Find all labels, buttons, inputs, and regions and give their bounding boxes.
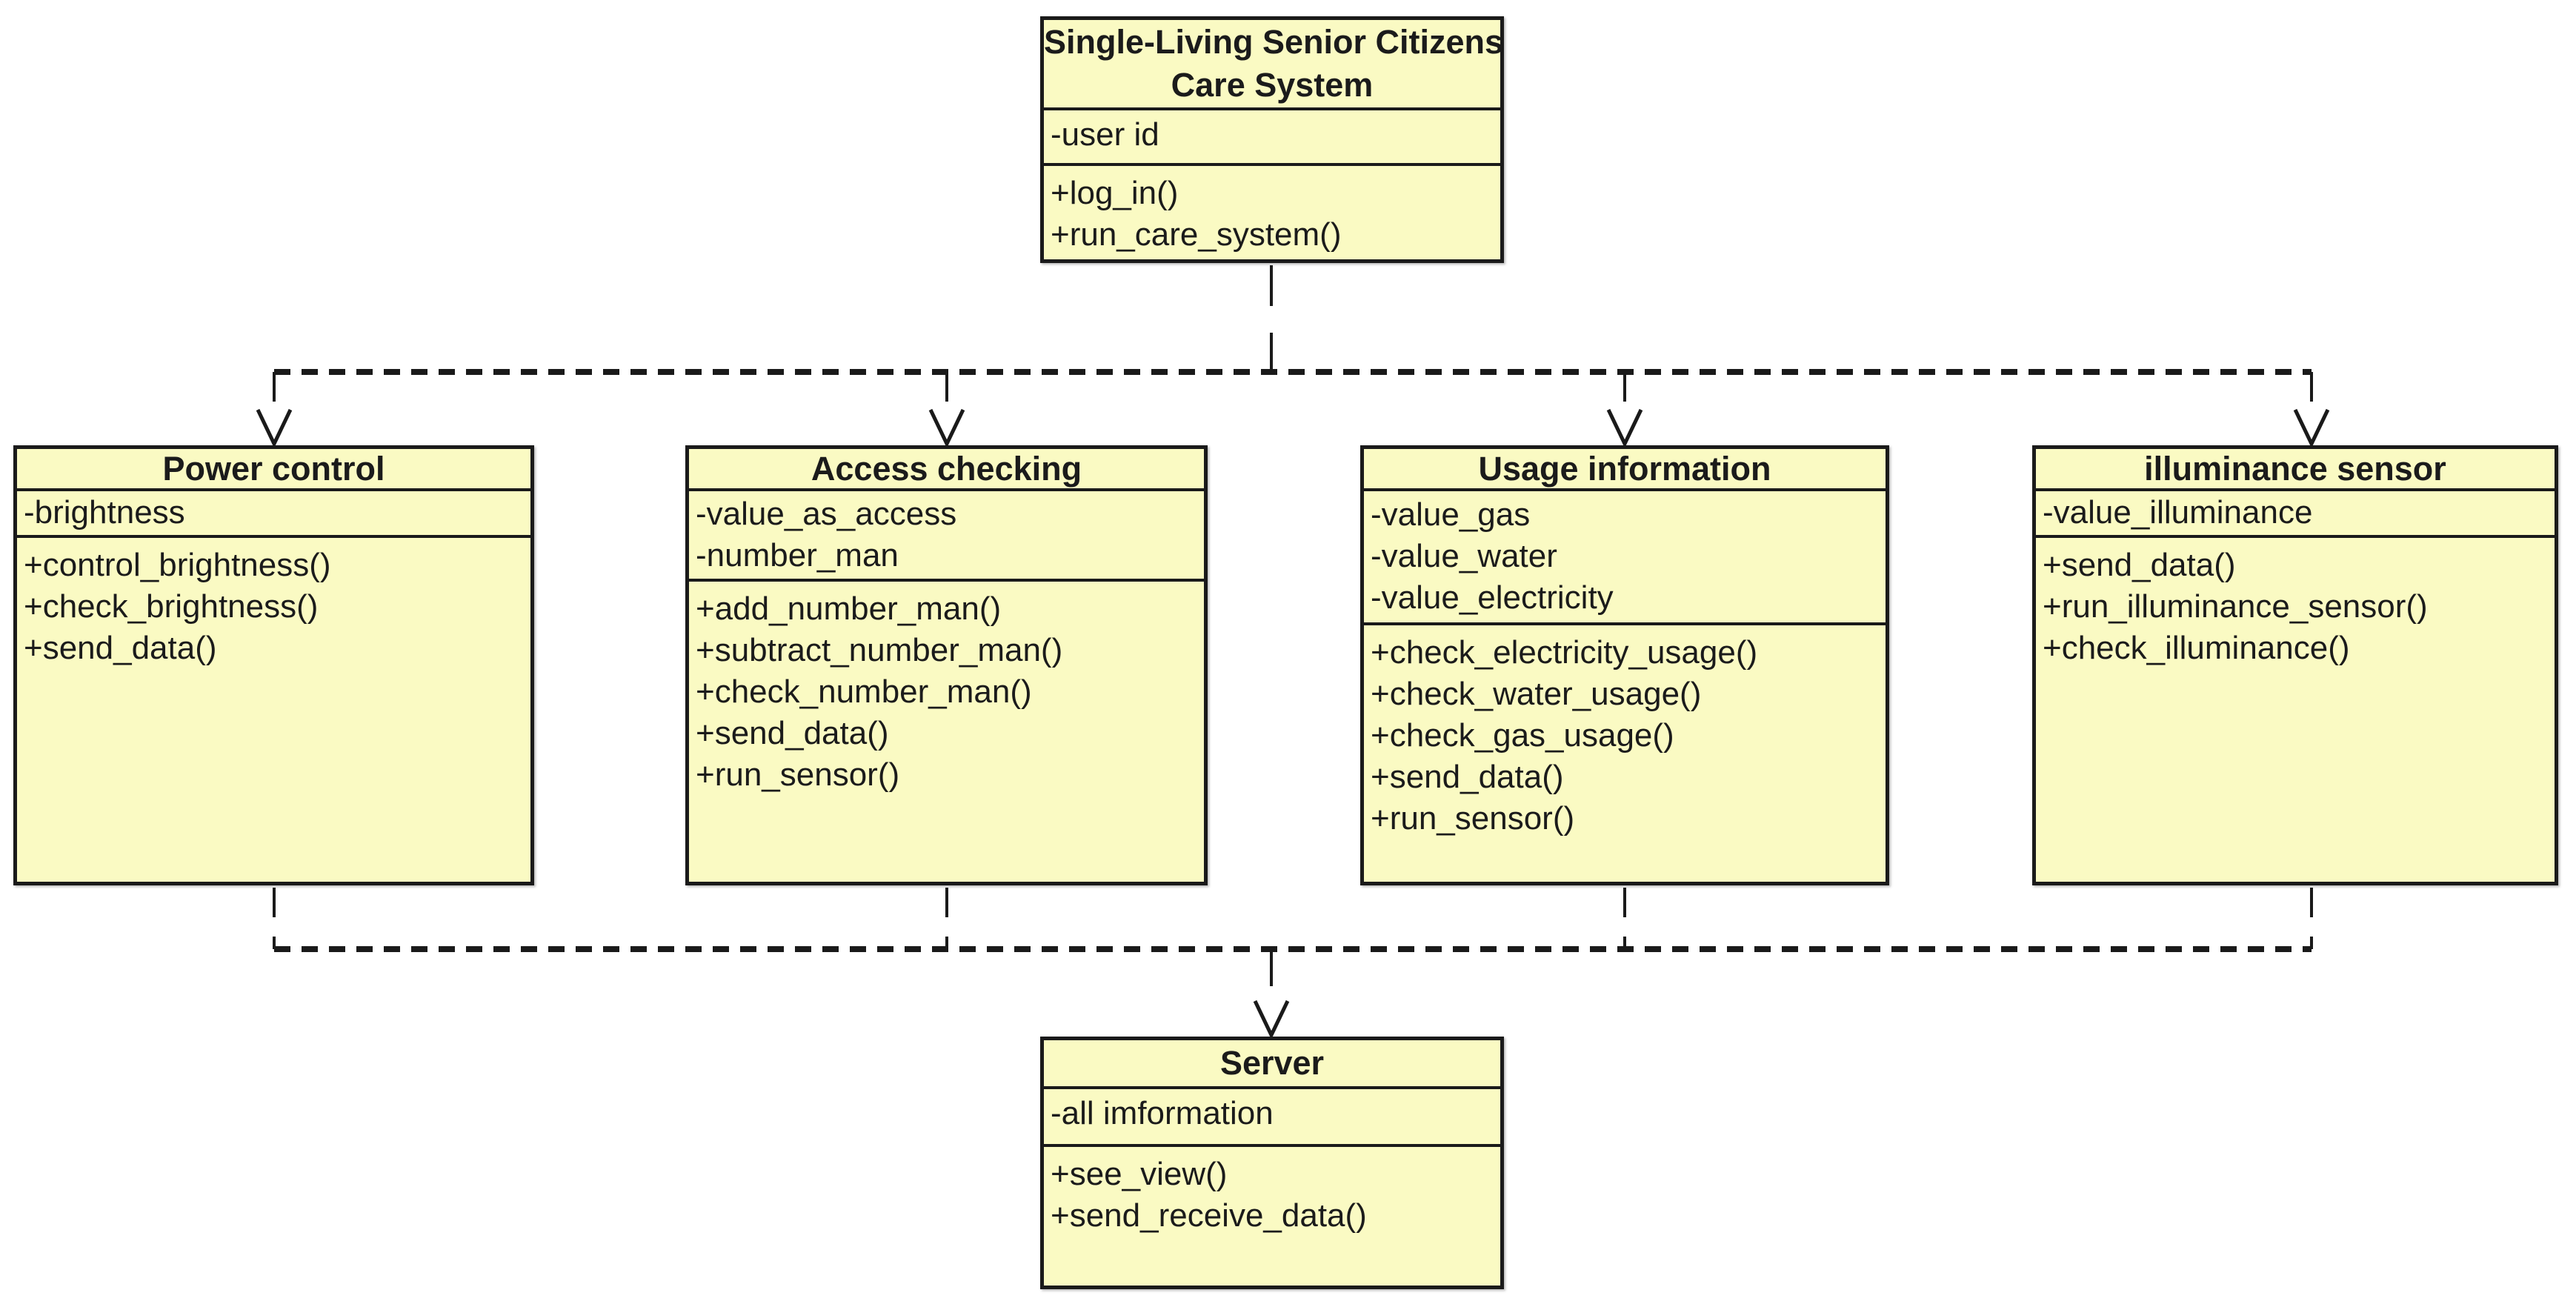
uml-attribute: -value_water — [1371, 538, 1557, 574]
uml-attribute: -brightness — [24, 494, 185, 531]
uml-method: +log_in() — [1051, 175, 1179, 211]
uml-method: +run_sensor() — [1371, 800, 1575, 837]
uml-attribute: -value_as_access — [696, 496, 957, 532]
uml-method: +check_water_usage() — [1371, 676, 1702, 712]
uml-method: +send_receive_data() — [1051, 1197, 1367, 1234]
class-usage-information-name: Usage information — [1364, 449, 1886, 491]
uml-method: +send_data() — [24, 630, 217, 666]
class-access-checking: Access checking -value_as_access -number_… — [685, 445, 1208, 885]
class-power-control-name: Power control — [17, 449, 530, 491]
uml-method: +send_data() — [696, 715, 889, 751]
uml-method: +send_data() — [2043, 547, 2236, 583]
class-usage-information: Usage information -value_gas -value_water… — [1360, 445, 1889, 885]
uml-method: +see_view() — [1051, 1156, 1228, 1192]
class-name-line: Usage information — [1478, 449, 1771, 488]
class-server-name: Server — [1044, 1040, 1500, 1089]
class-name-line: Power control — [162, 449, 385, 488]
class-server-methods: +see_view() +send_receive_data() — [1044, 1147, 1500, 1286]
uml-method: +check_electricity_usage() — [1371, 634, 1758, 671]
arrowhead-illuminance-sensor — [2293, 408, 2330, 448]
uml-method: +subtract_number_man() — [696, 632, 1063, 668]
uml-attribute: -value_gas — [1371, 496, 1531, 533]
class-name-line: Care System — [1171, 66, 1374, 104]
class-name-line: illuminance sensor — [2144, 449, 2446, 488]
class-illuminance-sensor-methods: +send_data() +run_illuminance_sensor() +ch… — [2036, 538, 2555, 882]
arrowhead-usage-information — [1606, 408, 1643, 448]
class-power-control: Power control -brightness +control_brigh… — [13, 445, 534, 885]
class-care-system-attributes: -user id — [1044, 110, 1500, 166]
class-usage-information-methods: +check_electricity_usage() +check_water_u… — [1364, 625, 1886, 882]
arrowhead-access-checking — [928, 408, 965, 448]
class-access-checking-name: Access checking — [689, 449, 1204, 491]
uml-method: +add_number_man() — [696, 591, 1002, 627]
uml-method: +check_number_man() — [696, 674, 1032, 710]
class-power-control-attributes: -brightness — [17, 491, 530, 538]
class-name-line: Server — [1219, 1044, 1325, 1082]
uml-method: +send_data() — [1371, 759, 1564, 795]
class-server: Server -all imformation +see_view() +send… — [1040, 1037, 1504, 1289]
uml-attribute: -number_man — [696, 537, 899, 573]
class-access-checking-methods: +add_number_man() +subtract_number_man() +… — [689, 582, 1204, 882]
arrowhead-power-control — [256, 408, 293, 448]
uml-attribute: -user id — [1051, 116, 1159, 153]
uml-method: +check_illuminance() — [2043, 630, 2350, 666]
uml-attribute: -value_illuminance — [2043, 494, 2313, 531]
uml-method: +control_brightness() — [24, 547, 331, 583]
class-care-system-methods: +log_in() +run_care_system() — [1044, 166, 1500, 259]
uml-method: +check_brightness() — [24, 588, 319, 625]
class-server-attributes: -all imformation — [1044, 1089, 1500, 1147]
arrowhead-server — [1253, 1000, 1290, 1040]
class-name-line: Access checking — [811, 449, 1082, 488]
uml-method: +check_gas_usage() — [1371, 717, 1674, 754]
uml-method: +run_sensor() — [696, 756, 900, 793]
class-access-checking-attributes: -value_as_access -number_man — [689, 491, 1204, 582]
class-name-line: Single-Living Senior Citizens — [1044, 23, 1500, 61]
class-illuminance-sensor-name: illuminance sensor — [2036, 449, 2555, 491]
uml-method: +run_illuminance_sensor() — [2043, 588, 2428, 625]
uml-method: +run_care_system() — [1051, 216, 1342, 253]
class-illuminance-sensor-attributes: -value_illuminance — [2036, 491, 2555, 538]
class-illuminance-sensor: illuminance sensor -value_illuminance +s… — [2032, 445, 2558, 885]
uml-attribute: -value_electricity — [1371, 579, 1614, 616]
class-usage-information-attributes: -value_gas -value_water -value_electricity — [1364, 491, 1886, 625]
class-power-control-methods: +control_brightness() +check_brightness()… — [17, 538, 530, 882]
uml-attribute: -all imformation — [1051, 1095, 1274, 1131]
